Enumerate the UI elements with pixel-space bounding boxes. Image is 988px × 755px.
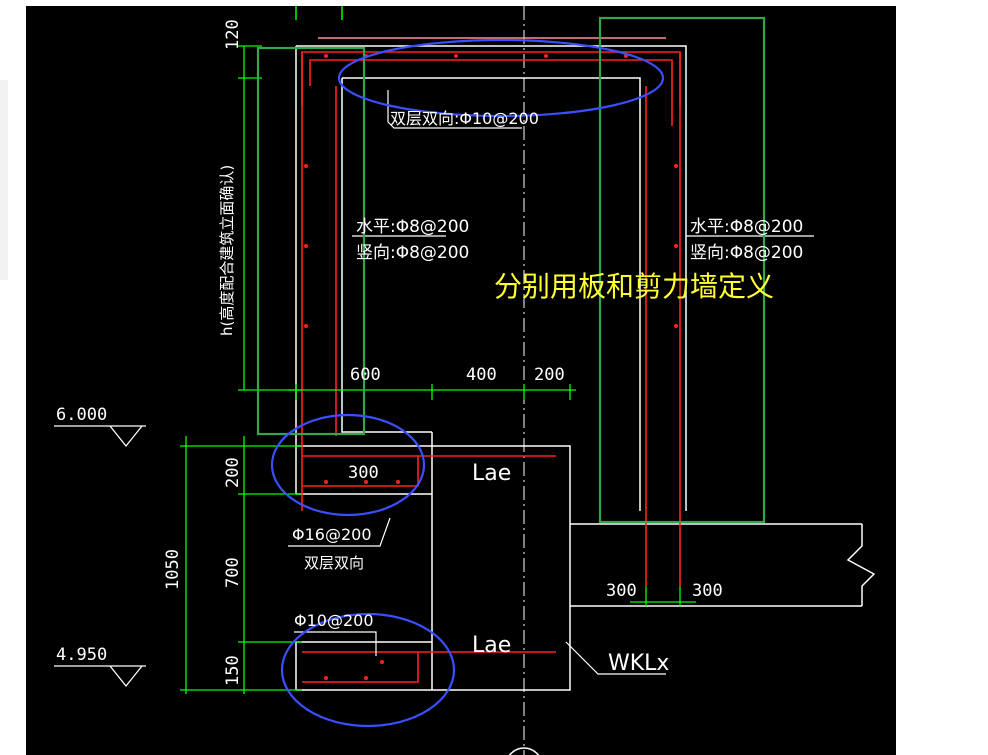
left-margin — [0, 0, 26, 755]
slab-rebar-note: 双层双向 — [304, 554, 364, 572]
dim-700: 700 — [223, 557, 243, 588]
right-wall-highlight — [598, 16, 766, 524]
dim-300-inner: 300 — [348, 463, 379, 483]
beam-slab-outline — [295, 432, 876, 691]
dim-200-top: 200 — [534, 365, 565, 385]
dim-300-a: 300 — [606, 581, 637, 601]
right-wall-vertical-label: 竖向:Φ8@200 — [690, 243, 803, 263]
structural-detail-drawing: 120 h(高度配合建筑立面确认) 双层双向:Φ10@200 水平:Φ8@200… — [54, 6, 876, 755]
dimension-lines — [180, 45, 696, 694]
parapet-outline — [295, 45, 687, 511]
top-slab-rebar-label: 双层双向:Φ10@200 — [390, 109, 539, 128]
beam-label: WKLx — [608, 651, 669, 676]
lae-lower: Lae — [472, 633, 511, 658]
rebar-lines — [301, 37, 681, 683]
left-wall-highlight — [256, 46, 366, 436]
dim-1050: 1050 — [163, 549, 183, 590]
lae-upper: Lae — [472, 461, 511, 486]
highlight-rects — [256, 16, 766, 524]
lower-slab-ellipse — [280, 612, 456, 728]
dim-600: 600 — [350, 365, 381, 385]
right-wall-horizontal-label: 水平:Φ8@200 — [690, 217, 803, 237]
leader-lines — [288, 90, 814, 675]
beam-slab-rebar-label: Φ10@200 — [294, 611, 374, 630]
dim-300-b: 300 — [692, 581, 723, 601]
dim-120: 120 — [223, 19, 243, 50]
left-wall-vertical-label: 竖向:Φ8@200 — [356, 243, 469, 263]
left-wall-horizontal-label: 水平:Φ8@200 — [356, 217, 469, 237]
elevation-marks — [54, 425, 146, 688]
cad-drawing-canvas[interactable]: 120 h(高度配合建筑立面确认) 双层双向:Φ10@200 水平:Φ8@200… — [26, 6, 896, 755]
side-tab — [0, 80, 8, 280]
dim-h-label: h(高度配合建筑立面确认) — [218, 165, 236, 336]
highlight-ellipses — [270, 38, 665, 728]
caption-text: 分别用板和剪力墙定义 — [494, 270, 774, 303]
top-slab-ellipse — [337, 38, 665, 118]
dim-200-left: 200 — [223, 457, 243, 488]
elevation-bottom: 4.950 — [56, 645, 107, 665]
axis-bubble — [508, 747, 540, 755]
dim-400: 400 — [466, 365, 497, 385]
upper-slab-ellipse — [270, 413, 426, 517]
dim-150: 150 — [223, 655, 243, 686]
elevation-top: 6.000 — [56, 405, 107, 425]
slab-rebar-label: Φ16@200 — [292, 525, 372, 544]
